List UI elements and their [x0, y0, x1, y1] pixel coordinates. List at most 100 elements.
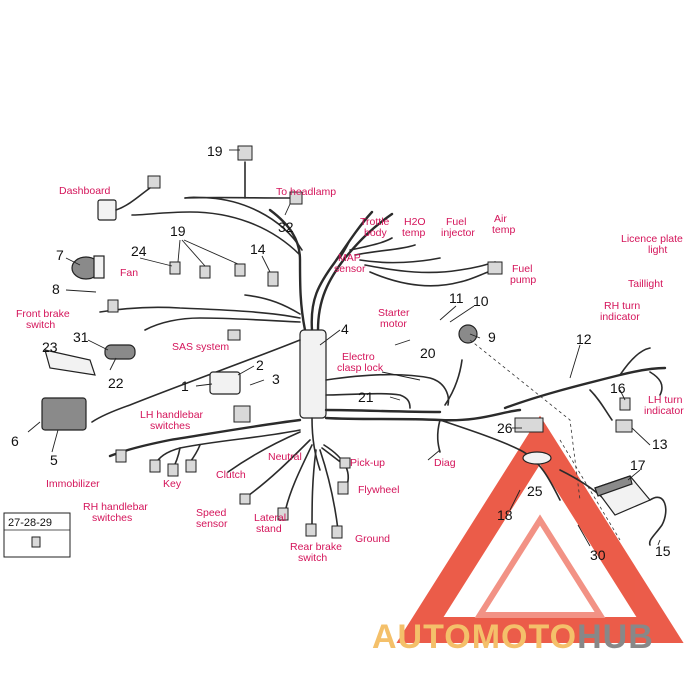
number-26: 26	[497, 420, 513, 436]
label-speed-sensor-1: Speed	[196, 507, 227, 519]
number-21: 21	[358, 389, 374, 405]
label-ground: Ground	[355, 533, 390, 545]
number-20: 20	[420, 345, 436, 361]
label-lateral-stand-1: Lateral	[254, 512, 286, 524]
label-lateral-stand-2: stand	[256, 523, 282, 535]
label-clutch: Clutch	[216, 469, 246, 481]
control-unit-1	[209, 371, 241, 395]
number-19-top: 19	[207, 143, 223, 159]
watermark-auto: AUTO	[372, 618, 472, 656]
label-starter-motor-2: motor	[380, 318, 407, 330]
number-3: 3	[272, 371, 280, 387]
fuel-pump-connector	[487, 261, 503, 275]
connector-19b	[234, 263, 246, 277]
rear-brake-switch-connector	[305, 523, 317, 537]
label-electro-clasp-lock-2: clasp lock	[337, 362, 384, 374]
label-lh-handlebar-switches-1: LH handlebar	[140, 409, 204, 421]
dashboard-connector	[97, 199, 117, 221]
number-18: 18	[497, 507, 513, 523]
label-lh-handlebar-switches-2: switches	[150, 420, 190, 432]
number-12: 12	[576, 331, 592, 347]
connector-14	[267, 271, 279, 287]
label-taillight: Taillight	[628, 278, 663, 290]
label-air-temp-1: Air	[494, 213, 507, 225]
speed-sensor-connector	[239, 493, 251, 505]
connector-26	[514, 417, 544, 433]
ground-connector	[331, 525, 343, 539]
watermark-text: AUTOMOTOHUB	[372, 618, 654, 656]
number-17: 17	[630, 457, 646, 473]
number-7: 7	[56, 247, 64, 263]
number-31: 31	[73, 329, 89, 345]
components	[41, 145, 667, 546]
label-licence-plate-light-2: light	[648, 244, 667, 256]
label-rear-brake-switch-2: switch	[298, 552, 327, 564]
regulator-5	[41, 397, 87, 431]
leader-lines	[27, 149, 661, 547]
label-lh-turn-indicator-2: indicator	[644, 405, 684, 417]
connector-25	[522, 451, 552, 465]
connector-19a	[199, 265, 211, 279]
main-harness	[91, 161, 667, 531]
label-neutral: Neutral	[268, 451, 302, 463]
label-rh-handlebar-switches-1: RH handlebar	[83, 501, 148, 513]
front-brake-switch-connector	[107, 299, 119, 313]
number-2: 2	[256, 357, 264, 373]
rh-switch-connector	[149, 459, 161, 473]
fan-connector	[169, 261, 181, 275]
kit-box: 27-28-29	[3, 512, 71, 558]
immobilizer-connector	[115, 449, 127, 463]
label-rh-turn-indicator-1: RH turn	[604, 300, 640, 312]
watermark-logo: AUTOMOTOHUB	[372, 618, 654, 656]
number-14: 14	[250, 241, 266, 257]
horn-bracket	[93, 255, 105, 279]
label-map-sensor-2: sensor	[334, 263, 366, 275]
label-front-brake-switch-1: Front brake	[16, 308, 70, 320]
label-flywheel: Flywheel	[358, 484, 399, 496]
label-h2o-temp-1: H2O	[404, 216, 426, 228]
harness-sheath	[299, 329, 327, 419]
label-h2o-temp-2: temp	[402, 227, 426, 239]
label-rear-brake-switch-1: Rear brake	[290, 541, 342, 553]
number-22: 22	[108, 375, 124, 391]
number-5: 5	[50, 452, 58, 468]
label-licence-plate-light-1: Licence plate	[621, 233, 683, 245]
bracket-23	[44, 349, 96, 376]
number-1: 1	[181, 378, 189, 394]
dashboard-plug	[147, 175, 161, 189]
label-trottle-body-1: Trottle	[360, 216, 390, 228]
relay-16	[619, 397, 631, 411]
component-labels: Dashboard To headlamp Trottle body H2O t…	[16, 185, 684, 564]
part-numbers: 19 32 19 24 14 7 8 31 23 22 4 2 3 1 11 1…	[11, 143, 671, 563]
label-fuel-pump-2: pump	[510, 274, 536, 286]
kit-box-part-icon	[31, 536, 41, 548]
kit-box-label: 27-28-29	[8, 517, 52, 529]
number-19: 19	[170, 223, 186, 239]
number-8: 8	[52, 281, 60, 297]
number-4: 4	[341, 321, 349, 337]
label-sas-system: SAS system	[172, 341, 229, 353]
number-24: 24	[131, 243, 147, 259]
lh-switch-connector	[185, 459, 197, 473]
label-fuel-injector-2: injector	[441, 227, 475, 239]
label-electro-clasp-lock-1: Electro	[342, 351, 375, 363]
label-fuel-injector-1: Fuel	[446, 216, 466, 228]
number-16: 16	[610, 380, 626, 396]
label-trottle-body-2: body	[364, 227, 388, 239]
label-key: Key	[163, 478, 182, 490]
number-30: 30	[590, 547, 606, 563]
number-23: 23	[42, 339, 58, 355]
label-lh-turn-indicator-1: LH turn	[648, 394, 683, 406]
number-6: 6	[11, 433, 19, 449]
pickup-connector	[339, 457, 351, 469]
headlamp-plug	[237, 145, 253, 161]
label-fuel-pump-1: Fuel	[512, 263, 532, 275]
key-connector	[167, 463, 179, 477]
label-fan: Fan	[120, 267, 138, 279]
number-25: 25	[527, 483, 543, 499]
component-22	[104, 344, 136, 360]
label-dashboard: Dashboard	[59, 185, 111, 197]
watermark-moto: MOTO	[472, 618, 577, 656]
label-immobilizer: Immobilizer	[46, 478, 100, 490]
relay	[233, 405, 251, 423]
